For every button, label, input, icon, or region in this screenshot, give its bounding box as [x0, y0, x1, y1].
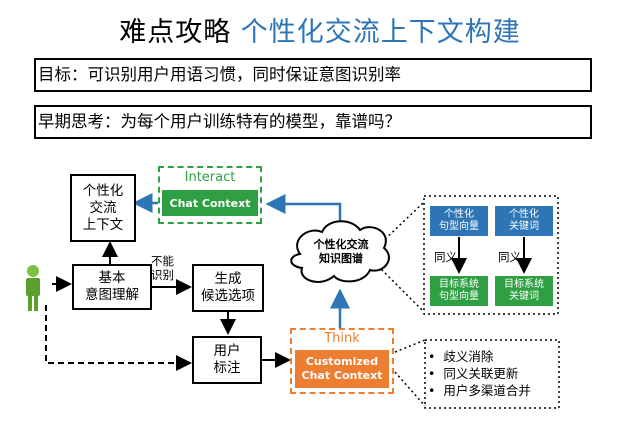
intent-understanding-label: 基本 意图理解 [85, 270, 139, 303]
bullet-multichannel-merge: 用户多渠道合并 [428, 382, 531, 399]
intent-understanding-box: 基本 意图理解 [72, 264, 152, 310]
link-think-bullets-bottom [394, 371, 426, 407]
link-cloud-graph-bottom [377, 265, 425, 313]
link-think-bullets-top [394, 339, 426, 353]
think-bullet-list: 歧义消除 同义关联更新 用户多渠道合并 [428, 348, 531, 399]
interact-frame: Interact Chat Context [158, 166, 262, 224]
title-accent: 个性化交流上下文构建 [240, 17, 521, 48]
user-annotation-label: 用户 标注 [213, 343, 241, 376]
early-thought-box: 早期思考：为每个用户训练特有的模型，靠谱吗？ [34, 105, 592, 139]
bullet-synonym-update: 同义关联更新 [428, 365, 531, 382]
interact-label: Interact [184, 170, 236, 185]
title-main: 难点攻略 [119, 17, 232, 48]
user-annotation-box: 用户 标注 [192, 336, 262, 384]
context-box: 个性化 交流 上下文 [70, 174, 136, 242]
knowledge-graph-cloud [290, 220, 390, 283]
goal-box: 目标：可识别用户用语习惯，同时保证意图识别率 [34, 58, 592, 92]
target-sentence-vector: 目标系统 句型向量 [430, 276, 488, 306]
think-label: Think [324, 331, 360, 346]
arrow-person-annotate [45, 305, 192, 371]
target-keywords: 目标系统 关键词 [495, 276, 553, 306]
not-recognized-label: 不能 识别 [151, 254, 174, 282]
generate-options-box: 生成 候选选项 [192, 264, 264, 312]
synonym-label-right: 同义 [498, 250, 521, 264]
think-frame: Think Customized Chat Context [290, 328, 394, 394]
context-box-label: 个性化 交流 上下文 [82, 182, 124, 233]
personal-keywords: 个性化 关键词 [495, 206, 553, 236]
knowledge-graph-label: 个性化交流 知识图谱 [313, 238, 369, 265]
generate-options-label: 生成 候选选项 [201, 271, 255, 304]
bullets-box-border [424, 339, 560, 409]
chat-context-badge: Chat Context [162, 190, 258, 216]
graph-box-border [423, 195, 559, 315]
customized-chat-context-badge: Customized Chat Context [295, 350, 389, 388]
user-person-icon [26, 265, 40, 311]
personal-sentence-vector: 个性化 句型向量 [430, 206, 488, 236]
page-title: 难点攻略 个性化交流上下文构建 [0, 10, 640, 49]
bullet-disambiguation: 歧义消除 [428, 348, 531, 365]
synonym-label-left: 同义 [434, 250, 457, 264]
